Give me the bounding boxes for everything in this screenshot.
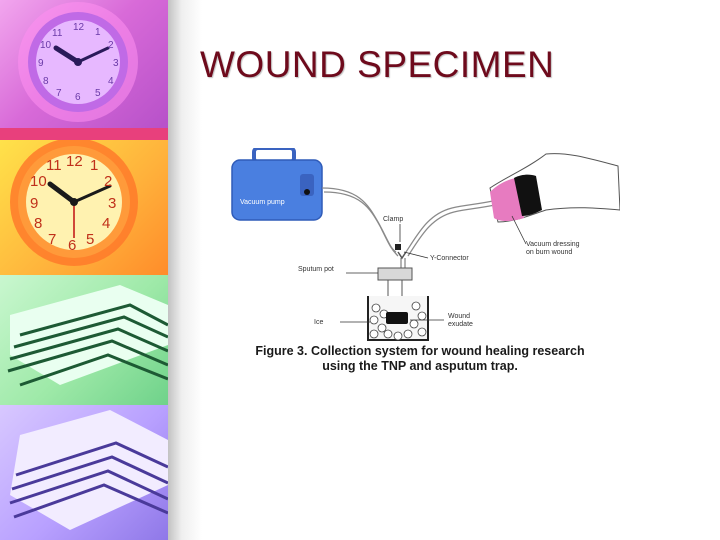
orange-clock-icon: 12 1 2 3 4 5 6 7 8 9 10 11 [10,140,138,266]
orange-clock-numeral: 5 [86,231,94,248]
vacuum-pump-label: Vacuum pump [240,199,285,206]
purple-clock-numeral: 6 [75,92,81,103]
ice-label: Ice [314,319,323,326]
purple-clock-icon: 12 3 6 9 1 2 4 5 7 8 10 11 [18,2,138,122]
orange-clock-numeral: 3 [108,195,116,212]
orange-clock-numeral: 1 [90,157,98,174]
purple-clock-numeral: 3 [113,58,119,69]
paper-stack-icon [9,410,168,530]
orange-clock-numeral: 9 [30,195,38,212]
purple-clock-numeral: 7 [56,88,62,99]
orange-clock-numeral: 7 [48,231,56,248]
caption-line-2: using the TNP and asputum trap. [322,359,518,373]
tubing [321,187,507,272]
vacuum-pump: Vacuum pump [231,146,323,221]
paper-stack-icon [7,285,168,387]
label-pointers [340,215,527,323]
collection-system-diagram: Vacuum pump [228,146,621,348]
purple-clock-numeral: 8 [43,76,49,87]
slide-title: WOUND SPECIMEN [200,44,555,85]
purple-clock-numeral: 5 [95,88,101,99]
figure-caption: Figure 3. Collection system for wound he… [240,344,600,374]
orange-clock-numeral: 12 [66,153,83,170]
orange-clock-numeral: 2 [104,173,112,190]
caption-line-1: Figure 3. Collection system for wound he… [255,344,585,358]
purple-clock-panel: 12 3 6 9 1 2 4 5 7 8 10 11 [0,0,168,140]
wound-exudate-label: Wound [448,313,470,320]
ice-container [367,296,429,341]
green-papers-panel [0,275,168,405]
y-connector [395,244,407,260]
lavender-papers-panel [0,405,168,540]
vacuum-dressing-label-line2: on burn wound [526,249,572,256]
purple-clock-numeral: 2 [108,40,114,51]
purple-clock-numeral: 9 [38,58,44,69]
orange-clock-panel: 12 1 2 3 4 5 6 7 8 9 10 11 [0,140,168,275]
orange-clock-numeral: 10 [30,173,47,190]
orange-clock-numeral: 8 [34,215,42,232]
purple-clock-numeral: 1 [95,27,101,38]
orange-clock-numeral: 6 [68,237,76,254]
clamp-label: Clamp [383,216,403,223]
wound-exudate-label-line2: exudate [448,321,473,328]
strip-shadow [168,0,202,540]
purple-clock-numeral: 11 [52,28,63,39]
purple-clock-numeral: 10 [40,40,52,51]
orange-clock-numeral: 4 [102,215,110,232]
vacuum-dressing-label: Vacuum dressing [526,241,580,248]
orange-clock-numeral: 11 [46,157,62,174]
y-connector-label: Y-Connector [430,255,469,262]
arm-with-dressing [489,153,621,223]
purple-clock-numeral: 4 [108,76,114,87]
pink-divider-band [0,128,168,140]
sputum-pot-label: Sputum pot [298,266,334,273]
purple-clock-numeral: 12 [73,22,85,33]
decorative-image-strip: 12 3 6 9 1 2 4 5 7 8 10 11 12 1 2 3 [0,0,168,540]
